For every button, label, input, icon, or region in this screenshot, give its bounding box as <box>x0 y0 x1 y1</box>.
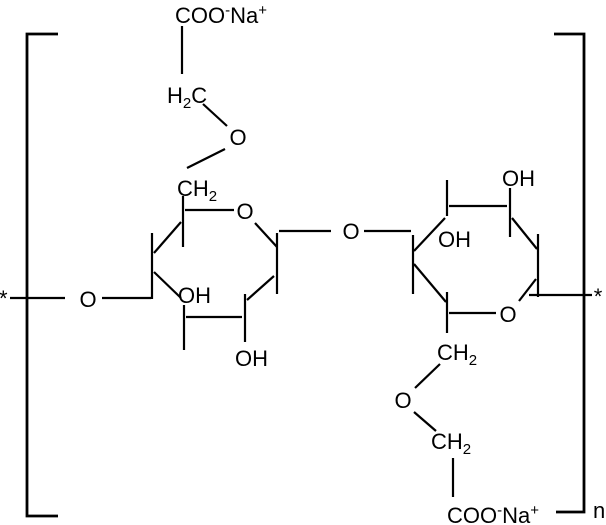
left-glucose-ring: O OH OH <box>150 196 279 371</box>
ch2-label-right-upper: CH2 <box>437 340 477 369</box>
right-bracket-shape <box>554 32 586 514</box>
carboxymethyl-chain-bottom: CH2 O CH2 COO-Na+ <box>394 340 539 525</box>
carboxymethyl-chain-top: COO-Na+ H2C O CH2 <box>167 2 267 205</box>
glycosidic-linkage-right-terminal: * <box>529 284 603 309</box>
h2c-label: H2C <box>167 83 207 112</box>
bond-line <box>246 275 275 301</box>
ch2-label-top: CH2 <box>177 176 217 205</box>
hydroxyl-label-left-bottom: OH <box>235 346 268 371</box>
hydroxyl-label-right-inner: OH <box>438 227 471 252</box>
left-bracket <box>25 32 58 518</box>
bond-line <box>153 221 182 254</box>
ring-oxygen-label-left: O <box>236 199 253 224</box>
right-glucose-ring: OH OH O <box>411 166 540 333</box>
ether-oxygen-label-right: O <box>394 388 411 413</box>
bond-line <box>518 278 537 302</box>
glycosidic-linkage-left-terminal: * O <box>0 286 151 312</box>
terminal-asterisk-right: * <box>594 284 603 309</box>
glycosidic-oxygen-label-left: O <box>79 287 96 312</box>
right-bracket <box>554 32 586 514</box>
terminal-asterisk-left: * <box>0 286 8 311</box>
bond-line <box>413 263 447 303</box>
hydroxyl-label-left-inner: OH <box>178 283 211 308</box>
glycosidic-linkage-middle: O <box>279 219 411 244</box>
bond-line <box>414 363 441 389</box>
glycosidic-oxygen-label-middle: O <box>342 219 359 244</box>
hydroxyl-label-right-top: OH <box>502 166 535 191</box>
carboxylate-sodium-label-bottom: COO-Na+ <box>447 502 539 525</box>
bond-line <box>202 103 228 127</box>
bond-line <box>186 148 226 169</box>
ring-oxygen-label-right: O <box>499 302 516 327</box>
ether-oxygen-label-top: O <box>229 125 246 150</box>
repeat-index-label: n <box>593 498 605 523</box>
bond-line <box>413 217 446 252</box>
bond-line <box>153 271 182 299</box>
bond-line <box>511 217 538 250</box>
carboxylate-sodium-label-top: COO-Na+ <box>175 2 267 28</box>
bond-line <box>254 222 278 248</box>
ch2-label-right-lower: CH2 <box>431 429 471 458</box>
bond-line <box>413 411 437 432</box>
left-bracket-shape <box>25 32 58 518</box>
